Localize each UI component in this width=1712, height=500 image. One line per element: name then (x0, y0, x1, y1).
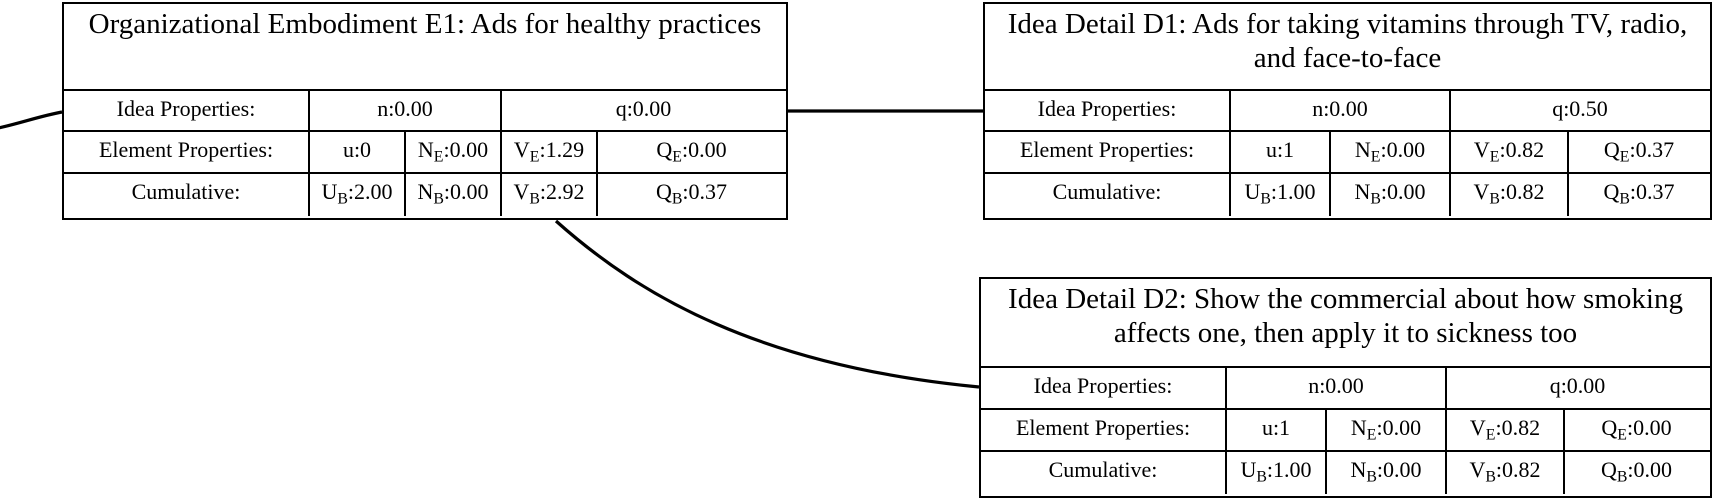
node-e1-element-V: VE:1.29 (502, 132, 598, 172)
node-d1-cumulative-row: Cumulative: UB:1.00 NB:0.00 VB:0.82 QB:0… (985, 174, 1710, 216)
node-d2-idea-q: q:0.00 (1549, 373, 1606, 398)
node-d2[interactable]: Idea Detail D2: Show the commercial abou… (979, 277, 1712, 498)
node-d2-element-N: NE:0.00 (1327, 410, 1447, 450)
node-d2-cumulative-U: UB:1.00 (1227, 452, 1327, 494)
node-d1-idea-properties-row: Idea Properties: n:0.00 q:0.50 (985, 91, 1710, 132)
node-d1-element-N: NE:0.00 (1331, 132, 1451, 172)
node-d2-idea-n: n:0.00 (1227, 368, 1447, 408)
node-e1-element-properties-row: Element Properties: u:0 NE:0.00 VE:1.29 … (64, 132, 786, 174)
node-e1-title: Organizational Embodiment E1: Ads for he… (64, 4, 786, 91)
node-e1-cumulative-N: NB:0.00 (406, 174, 502, 216)
node-d1-cumulative-V: VB:0.82 (1451, 174, 1569, 216)
row-label-idea-properties: Idea Properties: (981, 368, 1227, 408)
node-e1-cumulative-U: UB:2.00 (310, 174, 406, 216)
node-e1-cumulative-V: VB:2.92 (502, 174, 598, 216)
node-d2-cumulative-row: Cumulative: UB:1.00 NB:0.00 VB:0.82 QB:0… (981, 452, 1710, 494)
node-e1-idea-n: n:0.00 (310, 91, 502, 130)
row-label-idea-properties: Idea Properties: (64, 91, 310, 130)
node-e1-cumulative-Q: QB:0.37 (655, 179, 728, 208)
node-d1-idea-n: n:0.00 (1231, 91, 1451, 130)
node-d2-cumulative-Q: QB:0.00 (1600, 457, 1673, 486)
node-d2-cumulative-N: NB:0.00 (1327, 452, 1447, 494)
row-label-idea-properties: Idea Properties: (985, 91, 1231, 130)
node-d2-element-u: u:1 (1227, 410, 1327, 450)
node-d1-title: Idea Detail D1: Ads for taking vitamins … (985, 4, 1710, 91)
node-e1-element-Q: QE:0.00 (656, 137, 727, 166)
row-label-cumulative: Cumulative: (981, 452, 1227, 494)
node-e1-idea-q: q:0.00 (615, 96, 672, 121)
node-e1-element-N: NE:0.00 (406, 132, 502, 172)
node-d1-idea-q: q:0.50 (1552, 96, 1608, 121)
node-e1-idea-properties-row: Idea Properties: n:0.00 q:0.00 (64, 91, 786, 132)
node-d1-cumulative-N: NB:0.00 (1331, 174, 1451, 216)
edge-incoming-to-e1 (0, 110, 63, 130)
node-d2-title: Idea Detail D2: Show the commercial abou… (981, 279, 1710, 368)
row-label-element-properties: Element Properties: (981, 410, 1227, 450)
row-label-element-properties: Element Properties: (985, 132, 1231, 172)
node-d2-element-Q: QE:0.00 (1601, 415, 1672, 444)
node-d2-element-properties-row: Element Properties: u:1 NE:0.00 VE:0.82 … (981, 410, 1710, 452)
node-e1-element-u: u:0 (310, 132, 406, 172)
node-d1-element-Q: QE:0.37 (1603, 137, 1675, 166)
node-d1-element-u: u:1 (1231, 132, 1331, 172)
node-d1[interactable]: Idea Detail D1: Ads for taking vitamins … (983, 2, 1712, 220)
row-label-cumulative: Cumulative: (64, 174, 310, 216)
node-d1-element-V: VE:0.82 (1451, 132, 1569, 172)
node-d1-element-properties-row: Element Properties: u:1 NE:0.00 VE:0.82 … (985, 132, 1710, 174)
row-label-element-properties: Element Properties: (64, 132, 310, 172)
node-e1[interactable]: Organizational Embodiment E1: Ads for he… (62, 2, 788, 220)
node-d2-element-V: VE:0.82 (1447, 410, 1565, 450)
node-d1-cumulative-Q: QB:0.37 (1603, 179, 1675, 208)
node-d2-cumulative-V: VB:0.82 (1447, 452, 1565, 494)
node-d2-idea-properties-row: Idea Properties: n:0.00 q:0.00 (981, 368, 1710, 410)
row-label-cumulative: Cumulative: (985, 174, 1231, 216)
node-e1-cumulative-row: Cumulative: UB:2.00 NB:0.00 VB:2.92 QB:0… (64, 174, 786, 216)
edge-e1-to-d2 (554, 219, 980, 389)
node-d1-cumulative-U: UB:1.00 (1231, 174, 1331, 216)
